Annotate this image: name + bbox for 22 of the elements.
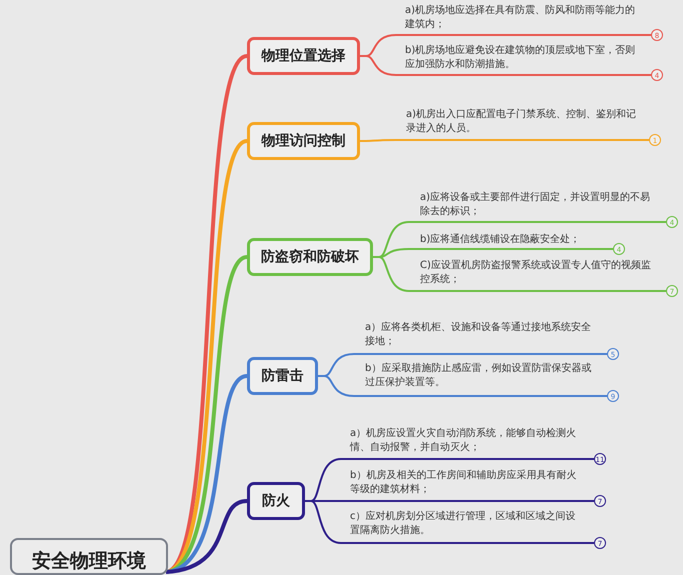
connector-line: [305, 500, 350, 544]
subtopic-text: c）应对机房划分区域进行管理，区域和区域之间设置隔离防火措施。: [350, 510, 576, 538]
topic-box: 防盗窃和防破坏: [247, 238, 373, 276]
connector-line: [373, 256, 420, 292]
subtopic-text: b）机房及相关的工作房间和辅助房应采用具有耐火等级的建筑材料；: [350, 469, 578, 497]
subtopic-text: a）机房应设置火灾自动消防系统，能够自动检测火情、自动报警，并自动灭火；: [350, 427, 578, 455]
subtopic-text: b）应采取措施防止感应雷，例如设置防雷保安器或过压保护装置等。: [365, 362, 592, 390]
connector-line: [360, 55, 405, 76]
subtopic-text: b)应将通信线缆铺设在隐蔽安全处；: [420, 233, 582, 247]
connector-line: [318, 375, 365, 397]
subtopic-text: a)应将设备或主要部件进行固定，并设置明显的不易除去的标识；: [420, 191, 652, 219]
topic-box: 防火: [247, 482, 305, 520]
subtopic-text: a)机房场地应选择在具有防震、防风和防雨等能力的建筑内；: [405, 4, 636, 32]
subtopic-text: C)应设置机房防盗报警系统或设置专人值守的视频监控系统；: [420, 259, 652, 287]
topic-box: 防雷击: [247, 357, 318, 395]
connector-line: [360, 139, 406, 142]
subtopic-text: a)机房出入口应配置电子门禁系统、控制、鉴别和记录进入的人员。: [406, 108, 638, 136]
subtopic-text: b)机房场地应避免设在建筑物的顶层或地下室，否则应加强防水和防潮措施。: [405, 44, 636, 72]
subtopic-text: a）应将各类机柜、设施和设备等通过接地系统安全接地；: [365, 321, 592, 349]
topic-box: 物理位置选择: [247, 37, 360, 75]
root-topic-box: 安全物理环境: [10, 538, 168, 575]
topic-box: 物理访问控制: [247, 122, 360, 160]
